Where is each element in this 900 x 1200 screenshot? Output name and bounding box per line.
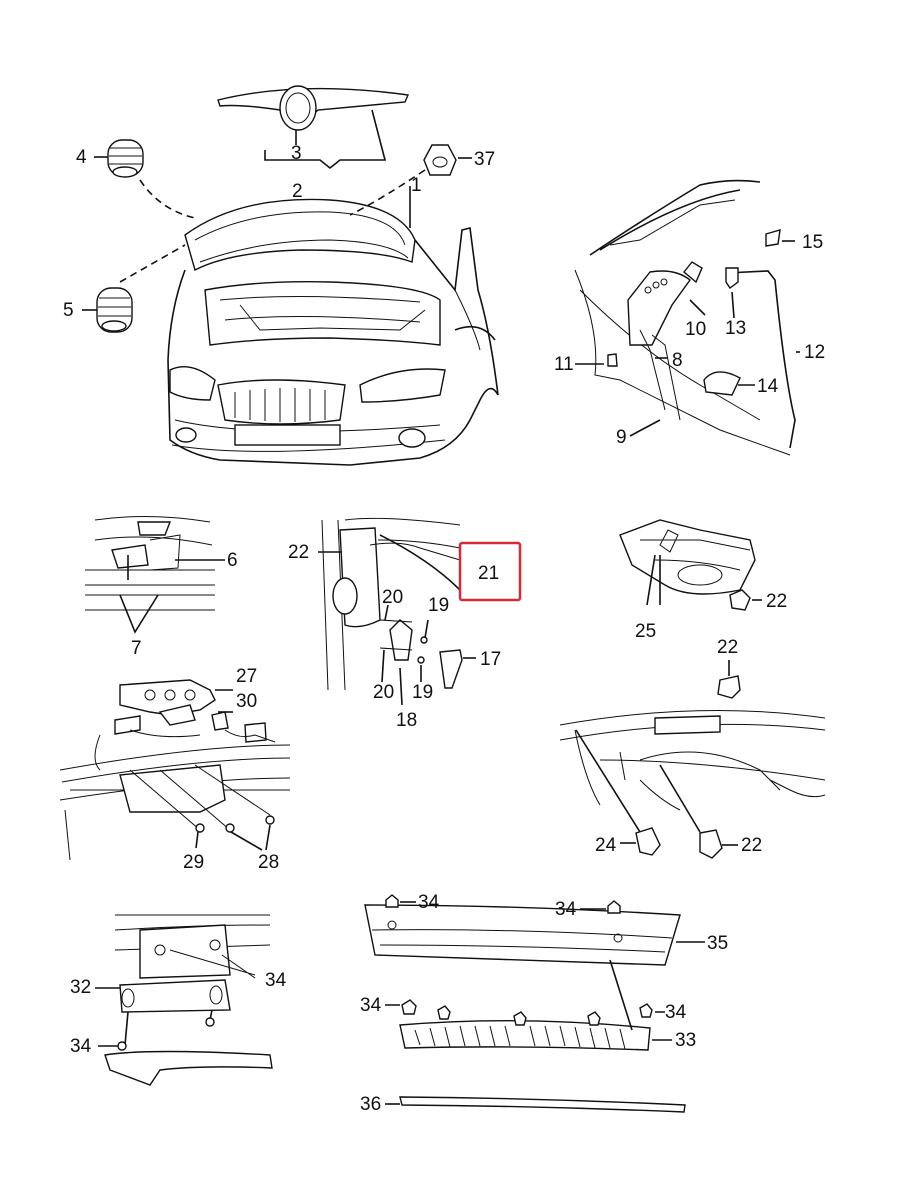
label-19-top: 19 [428, 595, 449, 616]
label-4: 4 [76, 147, 87, 168]
label-20-top: 20 [382, 587, 403, 608]
label-6: 6 [227, 550, 238, 571]
label-1: 1 [411, 175, 422, 196]
label-22-arch-bottom: 22 [741, 835, 762, 856]
part-4-buffer [94, 139, 196, 219]
label-19-bottom: 19 [412, 682, 433, 703]
label-3: 3 [291, 143, 302, 164]
label-34-panel-right: 34 [555, 899, 577, 920]
label-7: 7 [131, 638, 142, 659]
lock-cable-section [318, 517, 476, 706]
label-8: 8 [672, 350, 683, 371]
label-34-panel-left: 34 [418, 892, 440, 913]
label-2: 2 [292, 181, 303, 202]
label-5: 5 [63, 300, 74, 321]
label-34-strip-right: 34 [665, 1002, 687, 1023]
cowl-panel-section [364, 894, 705, 1113]
label-17: 17 [480, 649, 501, 670]
label-11: 11 [554, 354, 574, 375]
label-20-bottom: 20 [373, 682, 394, 703]
part-5-buffer [82, 244, 186, 333]
label-36: 36 [360, 1094, 381, 1115]
car-front-illustration [167, 198, 499, 466]
lock-mechanism-section [59, 679, 291, 861]
label-22-waterbox: 22 [766, 591, 787, 612]
label-27: 27 [236, 666, 257, 687]
label-34-bottom-left: 34 [70, 1036, 92, 1057]
label-22-lock: 22 [288, 542, 309, 563]
bonnet-release-assembly [574, 179, 800, 456]
label-35: 35 [707, 933, 728, 954]
label-13: 13 [725, 318, 746, 339]
label-32: 32 [70, 977, 91, 998]
label-9: 9 [616, 427, 627, 448]
label-37: 37 [474, 149, 495, 170]
part-3-seal [217, 85, 410, 170]
label-28: 28 [258, 852, 279, 873]
label-10: 10 [685, 319, 706, 340]
callout-labels: 1 2 3 4 5 6 7 8 9 10 11 12 13 14 15 17 1… [63, 143, 825, 1115]
label-34-bracket: 34 [265, 970, 287, 991]
label-14: 14 [757, 376, 779, 397]
label-30: 30 [236, 691, 257, 712]
water-box-section [619, 519, 762, 611]
label-29: 29 [183, 852, 204, 873]
lock-bracket-section [95, 914, 273, 1086]
label-21: 21 [478, 563, 499, 584]
label-24: 24 [595, 835, 617, 856]
highlight-box-21 [458, 541, 522, 602]
label-18: 18 [396, 710, 417, 731]
label-15: 15 [802, 232, 823, 253]
wheel-arch-section [559, 660, 826, 859]
part-37-cap [349, 144, 472, 216]
label-22-arch-top: 22 [717, 637, 738, 658]
label-33: 33 [675, 1030, 696, 1051]
lock-carrier-section [85, 515, 225, 634]
label-25: 25 [635, 621, 656, 642]
label-34-strip-left: 34 [360, 995, 382, 1016]
label-12: 12 [804, 342, 825, 363]
